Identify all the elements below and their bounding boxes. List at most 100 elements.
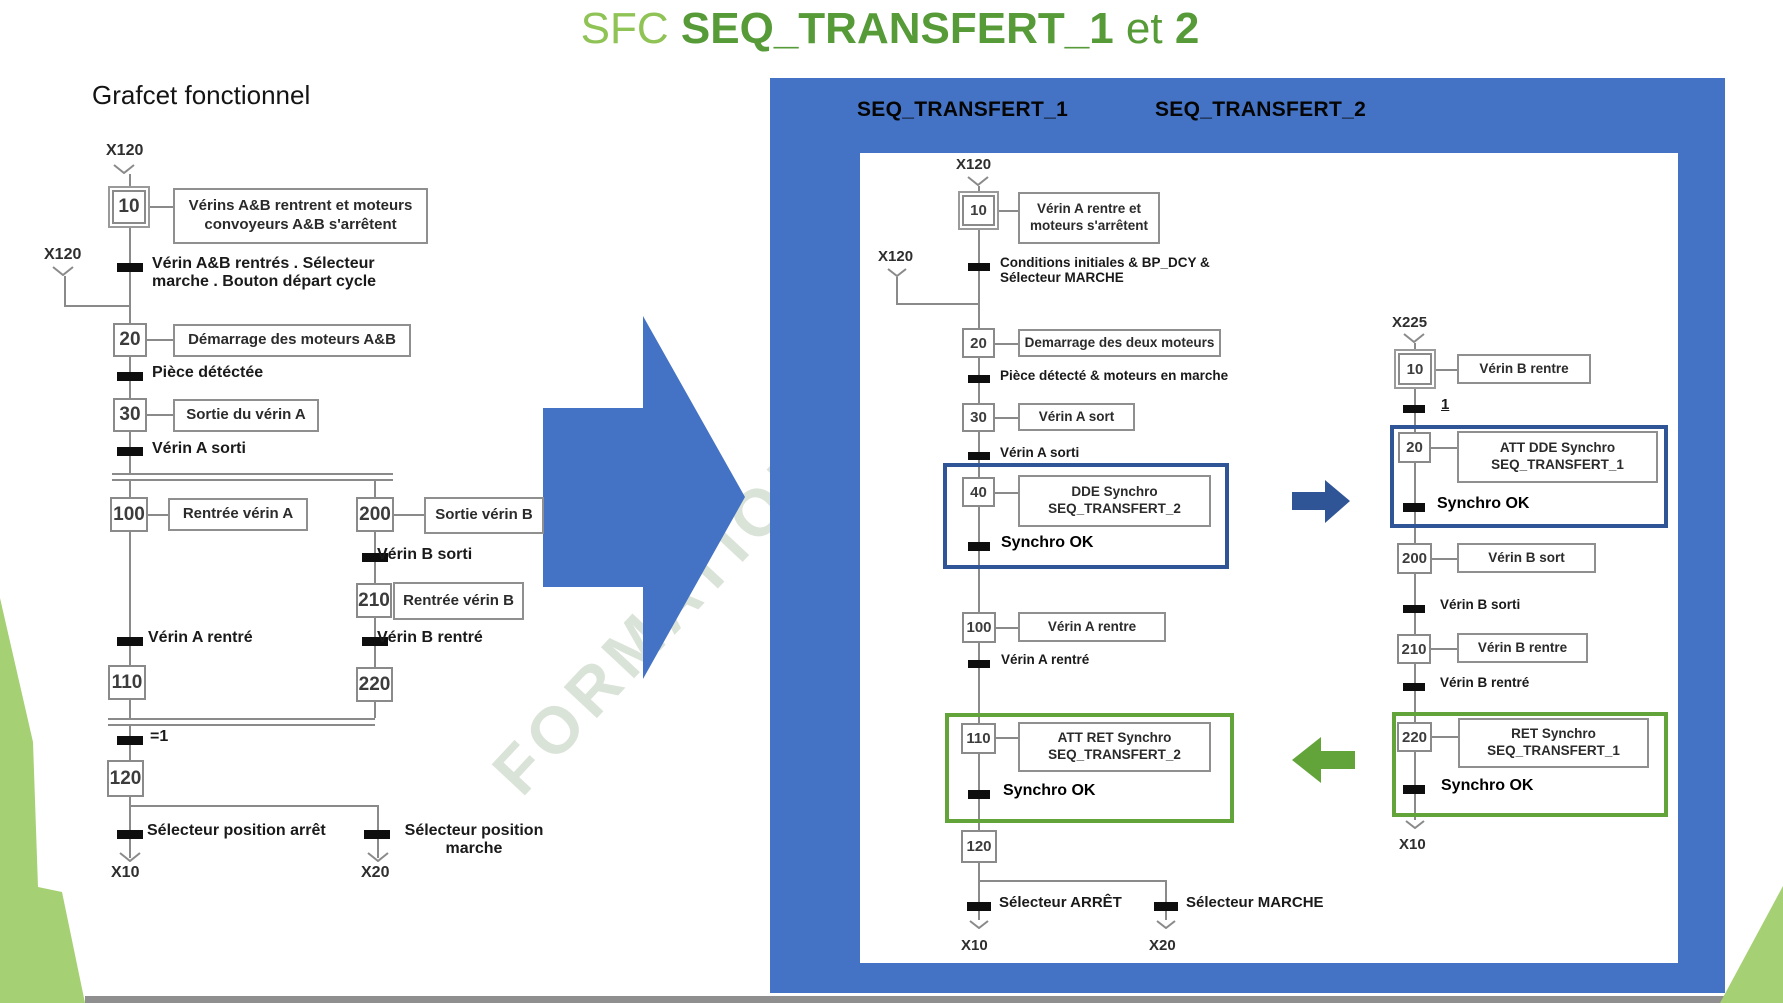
seq1-step-10: 10 <box>962 195 995 226</box>
transition-bar <box>117 372 143 381</box>
left-transition-arret: Sélecteur position arrêt <box>147 822 326 839</box>
flow-line <box>1165 880 1167 920</box>
branch-source-icon <box>52 266 74 276</box>
transition-bar <box>967 902 991 911</box>
left-action-100: Rentrée vérin A <box>168 498 308 531</box>
flow-line <box>978 880 980 920</box>
seq2-action-10: Vérin B rentre <box>1457 354 1591 384</box>
left-action-10: Vérins A&B rentrent et moteurs convoyeur… <box>173 188 428 244</box>
left-transition-200: Vérin B sorti <box>377 546 473 563</box>
seq2-step-200: 200 <box>1397 543 1432 574</box>
left-exit-x10-label: X10 <box>111 864 140 881</box>
page-title: SFC SEQ_TRANSFERT_1 et 2 <box>380 4 1400 54</box>
exit-arrow-icon <box>1156 920 1176 929</box>
flow-line <box>147 414 173 416</box>
left-step-210: 210 <box>356 583 392 618</box>
transition-bar <box>968 542 990 551</box>
seq2-transition-200: Vérin B sorti <box>1440 597 1521 612</box>
transition-bar <box>968 452 990 460</box>
seq2-action-200: Vérin B sort <box>1457 543 1596 573</box>
seq1-transition-110: Synchro OK <box>1003 782 1096 799</box>
flow-line <box>147 339 173 341</box>
title-et: et <box>1125 4 1163 53</box>
transition-bar <box>1403 785 1425 794</box>
seq1-action-30: Vérin A sort <box>1018 403 1135 431</box>
seq1-step-110: 110 <box>961 723 996 754</box>
flow-line <box>978 186 980 195</box>
left-action-20: Démarrage des moteurs A&B <box>173 324 411 357</box>
left-x120-side-label: X120 <box>44 246 82 263</box>
flow-line <box>129 532 131 665</box>
sync-arrow-right-icon <box>1292 480 1350 523</box>
seq1-step-30: 30 <box>962 403 995 432</box>
flow-line <box>1431 447 1457 449</box>
transition-bar <box>117 736 143 745</box>
slide-bottom-edge <box>85 996 1783 1003</box>
branch-source-icon <box>113 164 135 174</box>
left-action-30: Sortie du vérin A <box>173 399 319 432</box>
transition-bar <box>968 263 990 271</box>
flow-line <box>1414 385 1416 820</box>
transition-bar <box>117 263 143 272</box>
flow-line <box>374 479 376 497</box>
flow-line <box>996 737 1018 739</box>
flow-line <box>995 343 1018 345</box>
seq2-step-210: 210 <box>1397 634 1431 664</box>
flow-line <box>129 797 131 858</box>
decor-green-shape-left <box>0 598 85 1003</box>
parallel-split-line <box>112 473 393 481</box>
seq2-action-20: ATT DDE Synchro SEQ_TRANSFERT_1 <box>1457 431 1658 483</box>
branch-source-icon <box>887 268 907 277</box>
left-action-210: Rentrée vérin B <box>393 582 524 620</box>
left-step-120: 120 <box>107 760 144 797</box>
decor-green-shape-right <box>1720 886 1783 1003</box>
seq1-transition-20: Pièce détecté & moteurs en marche <box>1000 368 1229 383</box>
seq2-transition-210: Vérin B rentré <box>1440 675 1530 690</box>
exit-arrow-icon <box>119 852 141 862</box>
branch-source-icon <box>967 176 989 186</box>
title-2: 2 <box>1174 4 1200 53</box>
flow-line <box>896 303 979 305</box>
flow-line <box>394 514 424 516</box>
seq1-sync-wait-highlight <box>945 713 1234 823</box>
seq2-exit-x10-label: X10 <box>1399 836 1426 853</box>
seq2-sync-wait-highlight <box>1390 425 1668 528</box>
left-transition-10: Vérin A&B rentrés . Sélecteur marche . B… <box>152 255 377 290</box>
seq1-sync-request-highlight <box>943 463 1229 569</box>
branch-source-icon <box>1403 333 1425 343</box>
seq1-exit-x20-label: X20 <box>1149 937 1176 954</box>
transition-bar <box>1403 405 1425 413</box>
seq1-action-100: Vérin A rentre <box>1018 612 1166 642</box>
left-step-10: 10 <box>112 190 146 224</box>
seq1-x120-top-label: X120 <box>956 156 992 173</box>
exit-arrow-icon <box>1405 820 1425 829</box>
seq1-step-40: 40 <box>962 477 995 507</box>
left-transition-20: Pièce détéctée <box>152 364 264 381</box>
seq2-header: SEQ_TRANSFERT_2 <box>1155 98 1367 121</box>
left-diagram-heading: Grafcet fonctionnel <box>92 80 311 110</box>
transition-bar <box>362 637 388 646</box>
flow-line <box>1432 736 1458 738</box>
seq1-step-20: 20 <box>962 328 995 358</box>
transition-bar <box>968 375 990 383</box>
seq2-step-10: 10 <box>1398 353 1432 385</box>
flow-line <box>1414 343 1416 353</box>
sync-arrow-left-icon <box>1292 737 1355 783</box>
flow-line <box>995 492 1018 494</box>
transition-bar <box>1154 902 1178 911</box>
transition-bar <box>117 447 143 456</box>
seq1-action-20: Demarrage des deux moteurs <box>1018 329 1221 357</box>
flow-line <box>129 224 131 323</box>
left-step-220: 220 <box>356 667 393 702</box>
seq1-transition-30: Vérin A sorti <box>1000 445 1080 460</box>
flow-line <box>978 880 1167 882</box>
transition-bar <box>117 637 143 646</box>
seq1-step-120: 120 <box>961 830 997 863</box>
left-transition-marche: Sélecteur position marche <box>404 822 544 857</box>
flow-line <box>148 514 168 516</box>
transition-bar <box>362 553 388 562</box>
left-step-30: 30 <box>113 398 147 432</box>
left-x120-top-label: X120 <box>106 142 144 159</box>
flow-line <box>1432 369 1457 371</box>
